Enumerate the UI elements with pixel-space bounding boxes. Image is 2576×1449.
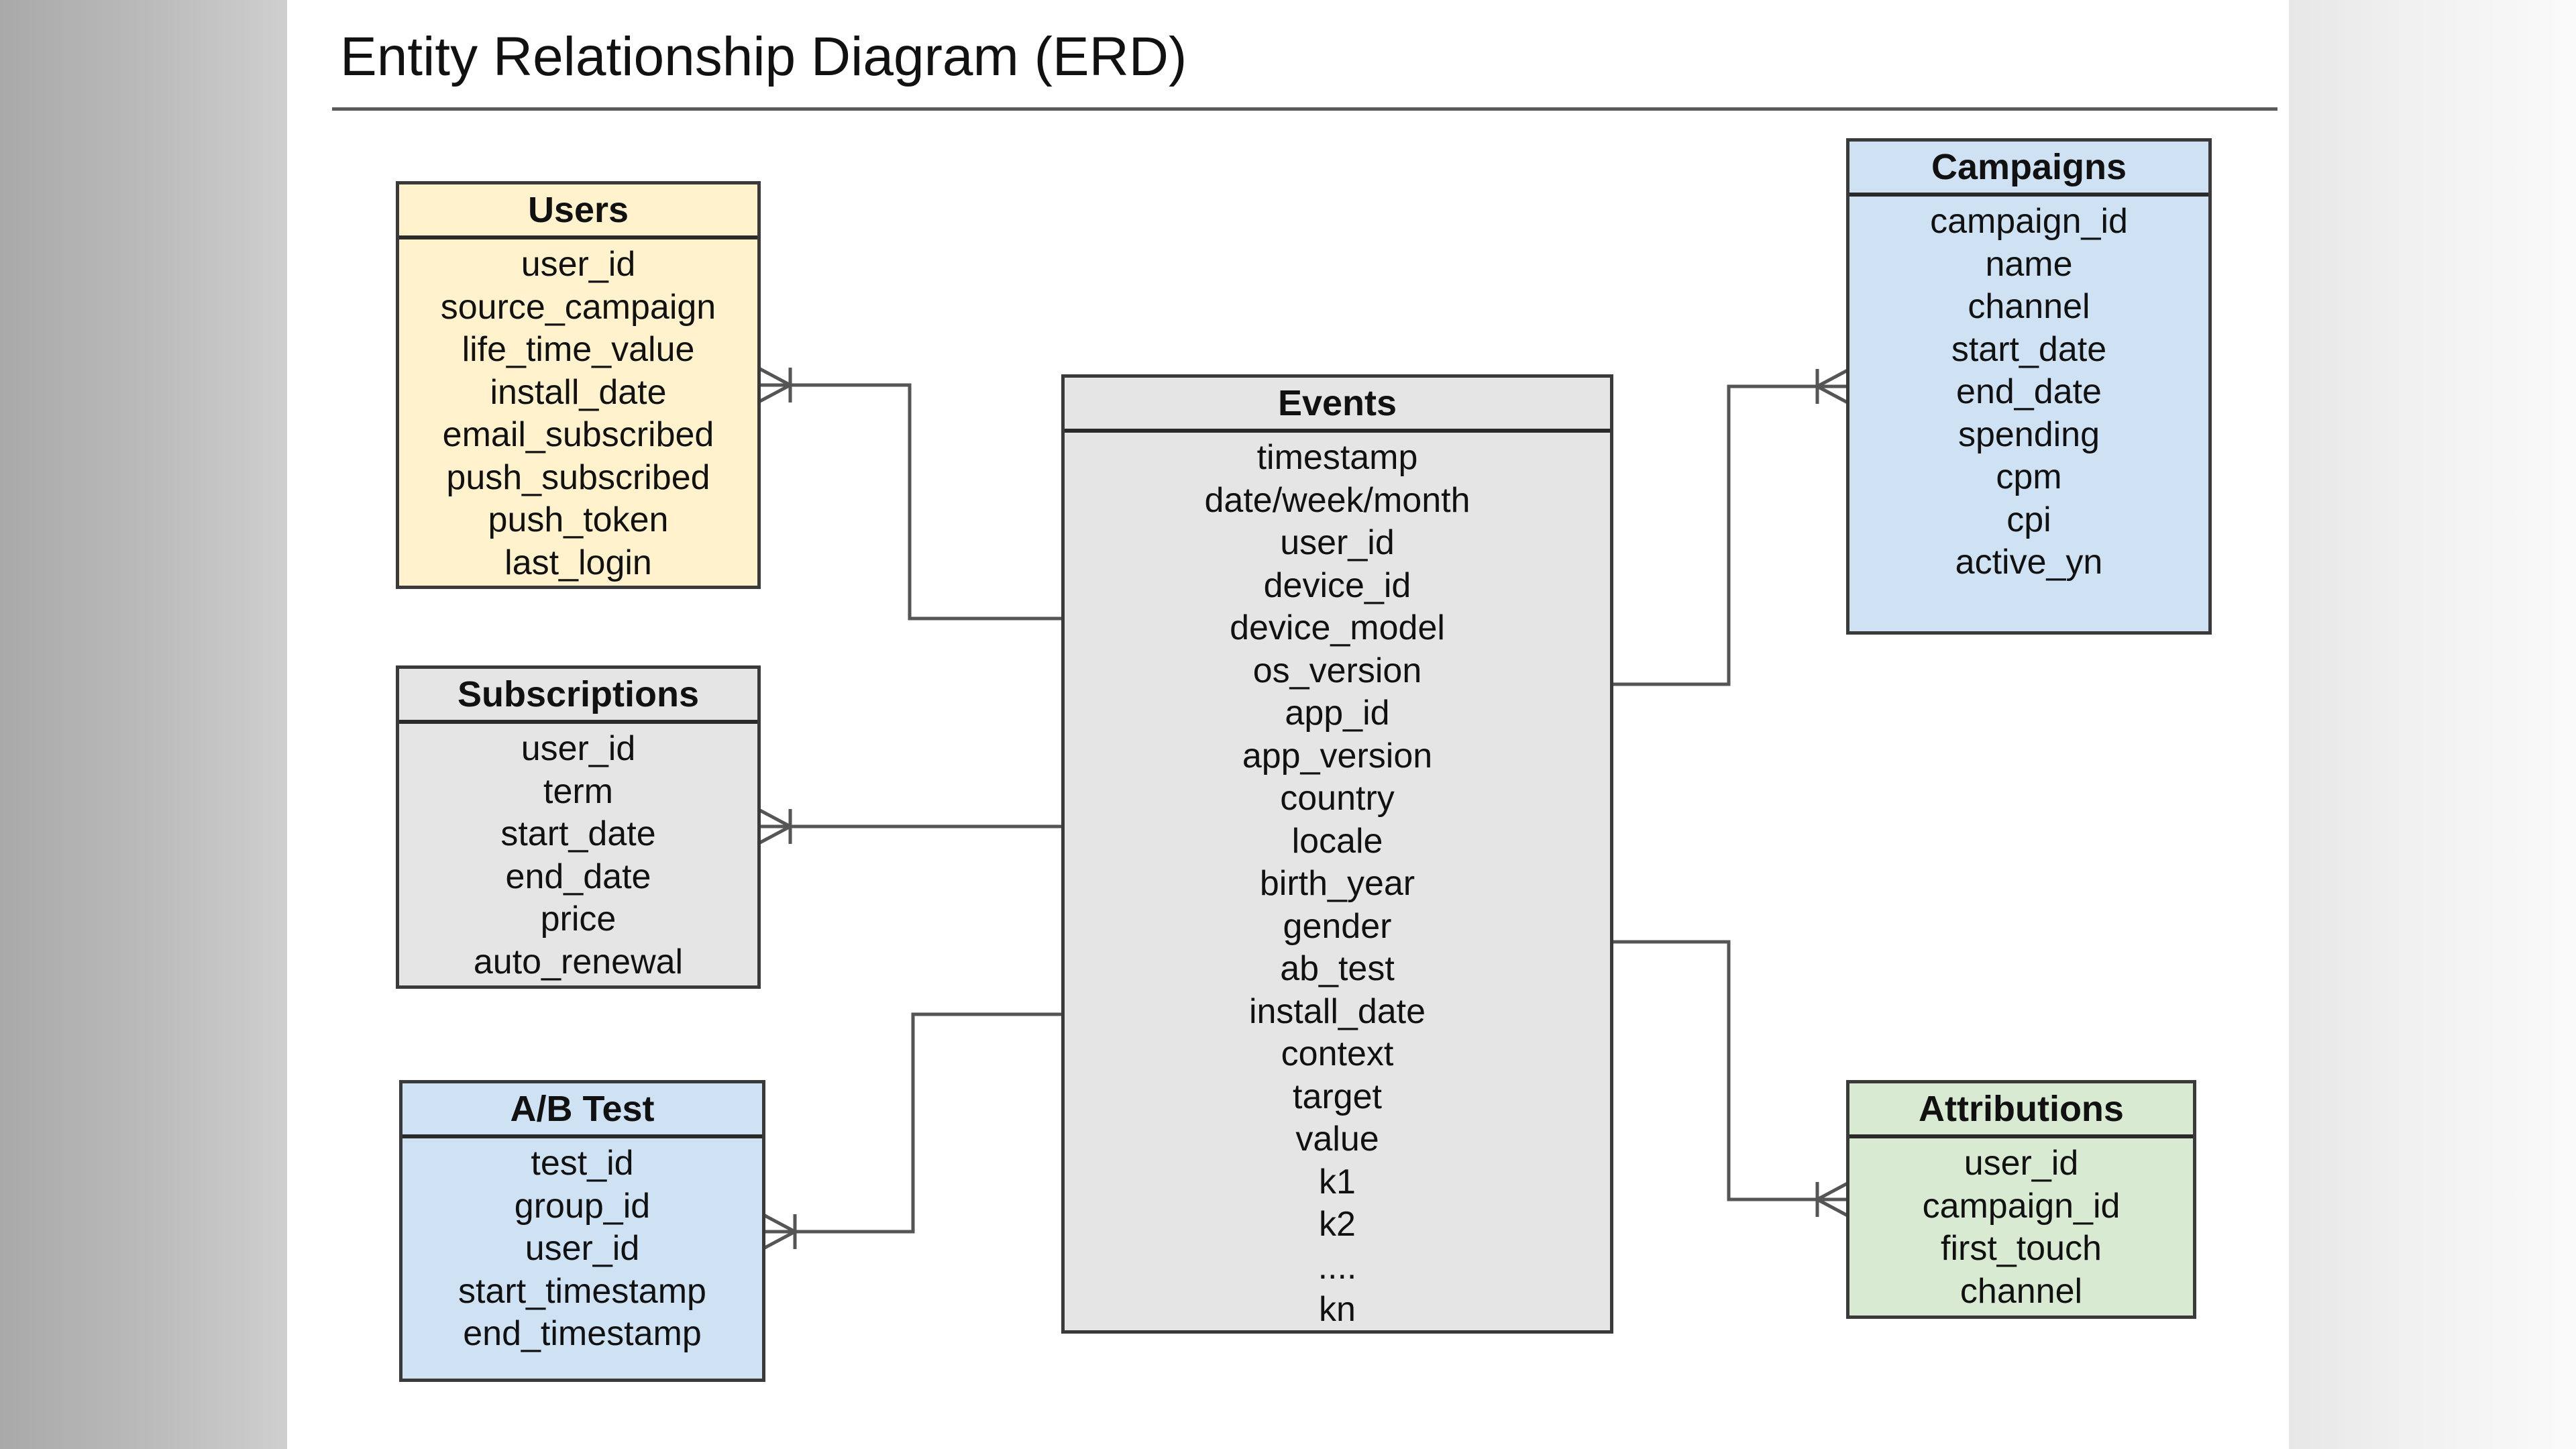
ab-test-field: start_timestamp (458, 1271, 706, 1311)
subscriptions-field: end_date (505, 857, 651, 896)
crowsfoot-users-top (759, 367, 792, 387)
users-field: push_token (488, 500, 669, 539)
entity-events-header: Events (1065, 378, 1610, 433)
events-field: k1 (1319, 1162, 1356, 1201)
events-field: timestamp (1256, 438, 1418, 477)
entity-subscriptions-header: Subscriptions (399, 669, 757, 724)
events-field: .... (1318, 1247, 1357, 1287)
campaigns-field: cpi (2006, 500, 2051, 539)
events-field: context (1281, 1034, 1394, 1073)
crowsfoot-campaigns-top (1816, 368, 1849, 388)
events-field: device_id (1263, 566, 1411, 605)
campaigns-field: campaign_id (1930, 202, 2128, 241)
users-field: life_time_value (462, 330, 695, 369)
subscriptions-field: price (540, 900, 616, 938)
diagram-title: Entity Relationship Diagram (ERD) (340, 26, 1187, 87)
campaigns-field: end_date (1956, 372, 2102, 411)
crowsfoot-users-bottom (759, 383, 792, 403)
campaigns-field: cpm (1996, 458, 2062, 496)
crowsfoot-subscriptions-top (759, 808, 792, 828)
ab-test-field: user_id (525, 1229, 640, 1268)
events-field: date/week/month (1204, 480, 1470, 520)
subscriptions-field: term (543, 771, 613, 811)
right-backdrop (2289, 0, 2576, 1449)
entity-attributions-header: Attributions (1849, 1083, 2193, 1138)
left-backdrop (0, 0, 287, 1449)
ab-test-field: group_id (514, 1186, 651, 1226)
campaigns-field: name (1985, 244, 2073, 284)
events-field: kn (1319, 1290, 1356, 1329)
events-field: value (1295, 1120, 1379, 1159)
subscriptions-field: auto_renewal (473, 942, 684, 981)
users-field: email_subscribed (442, 415, 714, 454)
events-field: target (1293, 1077, 1382, 1116)
title-divider (332, 107, 2277, 111)
campaigns-field: active_yn (1955, 543, 2103, 582)
users-field: last_login (504, 543, 652, 582)
events-field: birth_year (1259, 864, 1415, 903)
events-field: locale (1291, 821, 1383, 861)
users-field: source_campaign (440, 287, 716, 327)
subscriptions-field: user_id (521, 729, 636, 768)
users-field: push_subscribed (446, 458, 710, 497)
crowsfoot-subscriptions-bottom (759, 824, 792, 845)
ab-test-field: test_id (531, 1144, 634, 1183)
events-field: ab_test (1280, 949, 1395, 988)
crowsfoot-attributions-top (1816, 1181, 1849, 1201)
crowsfoot-attributions-bottom (1816, 1197, 1849, 1218)
attributions-field: first_touch (1941, 1229, 2102, 1268)
attributions-field: user_id (1964, 1144, 2079, 1183)
entity-ab-test-header: A/B Test (402, 1083, 762, 1138)
ab-test-field: end_timestamp (463, 1314, 702, 1353)
link-events-attributions (1609, 940, 1847, 1201)
events-field: country (1280, 779, 1395, 818)
attributions-field: channel (1960, 1271, 2083, 1311)
subscriptions-field: start_date (500, 814, 656, 853)
events-field: app_version (1242, 736, 1433, 775)
events-field: gender (1283, 906, 1392, 946)
campaigns-field: spending (1957, 415, 2100, 454)
entity-campaigns-header: Campaigns (1849, 142, 2208, 197)
campaigns-field: channel (1968, 287, 2090, 326)
crowsfoot-abtest-top (763, 1214, 796, 1234)
link-abtest-events (765, 1012, 1062, 1234)
events-field: os_version (1252, 651, 1422, 690)
link-events-campaigns (1609, 384, 1847, 686)
events-field: k2 (1319, 1205, 1356, 1244)
users-field: install_date (490, 372, 667, 412)
events-field: user_id (1280, 523, 1395, 562)
events-field: device_model (1230, 608, 1445, 647)
campaigns-field: start_date (1951, 329, 2107, 369)
entity-users-header: Users (399, 184, 757, 239)
events-field: install_date (1248, 991, 1426, 1031)
events-field: app_id (1285, 694, 1390, 733)
users-field: user_id (521, 245, 636, 284)
attributions-field: campaign_id (1922, 1186, 2121, 1226)
crowsfoot-campaigns-bottom (1816, 384, 1849, 405)
crowsfoot-abtest-bottom (763, 1230, 796, 1250)
link-users-events (760, 383, 1062, 621)
